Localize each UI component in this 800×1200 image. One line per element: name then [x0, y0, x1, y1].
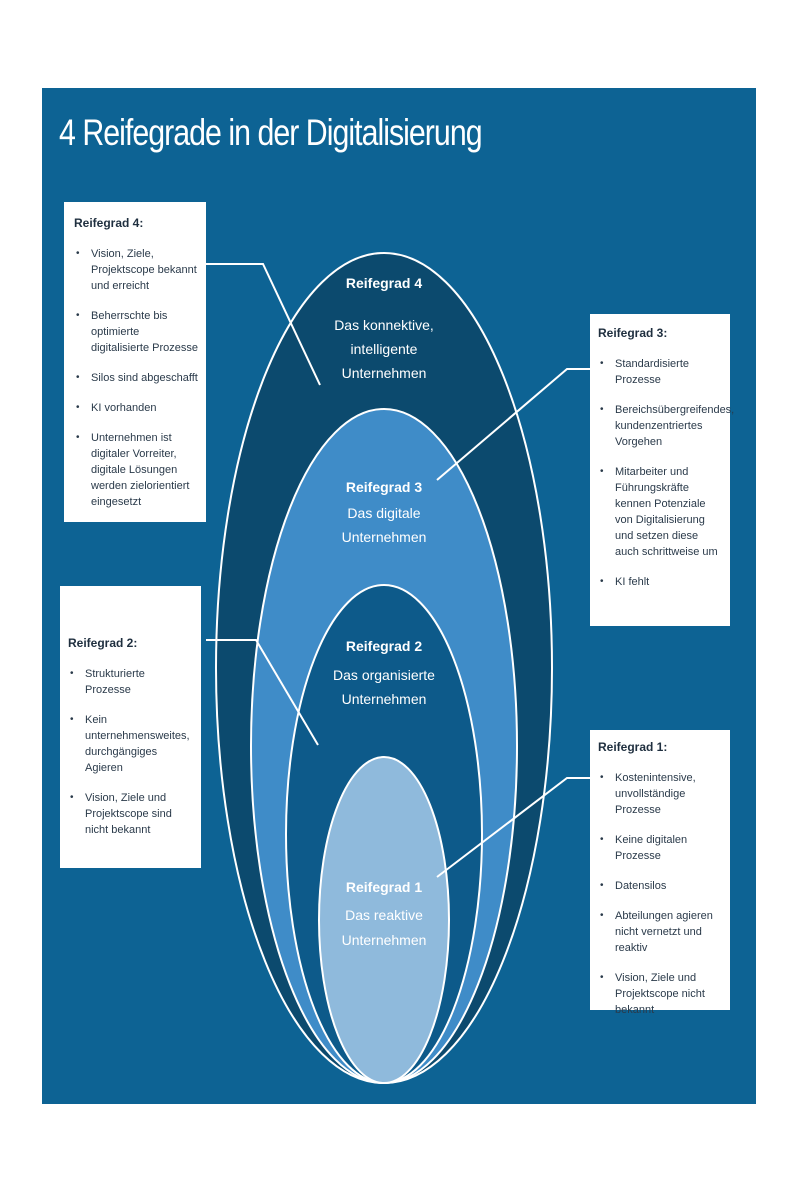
reifegrad-4-box-heading: Reifegrad 4:: [74, 216, 144, 230]
list-item: Unternehmen ist digitaler Vorreiter, dig…: [74, 430, 198, 510]
connector-level-1: [436, 777, 590, 878]
level-1-heading: Reifegrad 1: [346, 879, 422, 895]
list-item: Strukturierte Prozesse: [68, 666, 193, 698]
list-item: Mitarbeiter und Führungskräfte kennen Po…: [598, 464, 722, 560]
list-item: Kostenintensive, unvollständige Prozesse: [598, 770, 722, 818]
list-item: Datensilos: [598, 878, 722, 894]
page-title: 4 Reifegrade in der Digitalisierung: [59, 112, 483, 153]
connector-level-2: [206, 639, 319, 746]
list-item: Kein unternehmensweites, durchgängiges A…: [68, 712, 193, 776]
list-item: KI vorhanden: [74, 400, 198, 416]
reifegrad-1-box-heading: Reifegrad 1:: [598, 740, 668, 754]
reifegrad-3-list: Standardisierte Prozesse Bereichsübergre…: [598, 356, 734, 590]
level-3-subtitle-line: Das digitale: [347, 505, 420, 521]
level-1-subtitle-line: Das reaktive: [345, 907, 423, 923]
level-2-subtitle-line: Unternehmen: [342, 691, 427, 707]
level-2-heading: Reifegrad 2: [346, 638, 422, 654]
level-3-heading: Reifegrad 3: [346, 479, 422, 495]
level-4-subtitle-line: Unternehmen: [342, 365, 427, 381]
reifegrad-2-list: Strukturierte Prozesse Kein unternehmens…: [68, 666, 193, 838]
list-item: Standardisierte Prozesse: [598, 356, 722, 388]
level-1-subtitle-line: Unternehmen: [342, 932, 427, 948]
level-4-heading: Reifegrad 4: [346, 275, 422, 291]
list-item: Bereichsübergreifendes, kundenzentrierte…: [598, 402, 734, 450]
list-item: Silos sind abgeschafft: [74, 370, 198, 386]
list-item: Keine digitalen Prozesse: [598, 832, 722, 864]
reifegrad-3-box: Reifegrad 3: Standardisierte Prozesse Be…: [590, 314, 734, 626]
level-3-subtitle-line: Unternehmen: [342, 529, 427, 545]
connector-level-3: [436, 368, 590, 481]
reifegrad-3-box-heading: Reifegrad 3:: [598, 326, 668, 340]
reifegrad-4-box: Reifegrad 4: Vision, Ziele, Projektscope…: [64, 202, 206, 522]
reifegrad-1-box: Reifegrad 1: Kostenintensive, unvollstän…: [590, 730, 730, 1016]
reifegrad-2-box: Reifegrad 2: Strukturierte Prozesse Kein…: [60, 586, 201, 868]
level-4-subtitle-line: Das konnektive,: [334, 317, 434, 333]
list-item: Beherrschte bis optimierte digitalisiert…: [74, 308, 198, 356]
level-2-subtitle-line: Das organisierte: [333, 667, 435, 683]
reifegrad-2-box-heading: Reifegrad 2:: [68, 636, 138, 650]
list-item: Vision, Ziele, Projektscope bekannt und …: [74, 246, 198, 294]
level-4-subtitle-line: intelligente: [351, 341, 418, 357]
list-item: Abteilungen agieren nicht vernetzt und r…: [598, 908, 722, 956]
list-item: Vision, Ziele und Projektscope nicht bek…: [598, 970, 722, 1018]
list-item: Vision, Ziele und Projektscope sind nich…: [68, 790, 193, 838]
connector-level-4: [206, 263, 321, 386]
reifegrad-4-list: Vision, Ziele, Projektscope bekannt und …: [74, 246, 198, 510]
ellipse-level-1: [318, 756, 450, 1084]
reifegrad-1-list: Kostenintensive, unvollständige Prozesse…: [598, 770, 722, 1018]
list-item: KI fehlt: [598, 574, 722, 590]
